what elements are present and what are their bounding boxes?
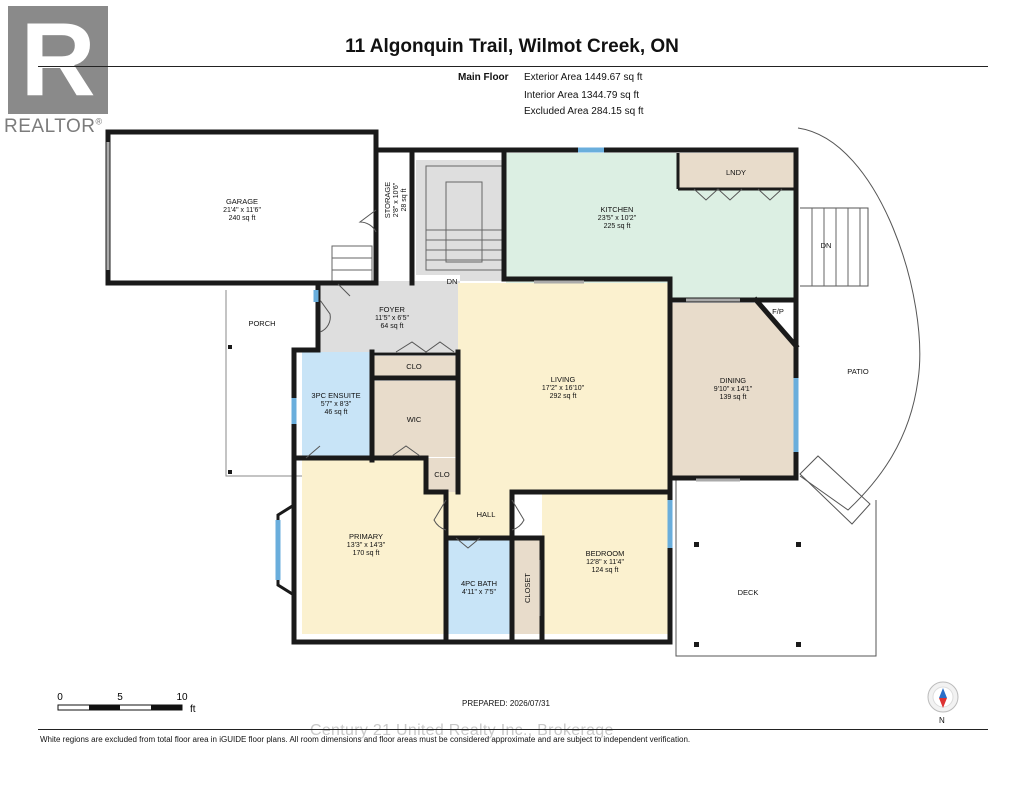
openings [106,142,740,482]
scale-zero: 0 [57,692,63,703]
back-steps [811,208,861,286]
realtor-wordmark-text: REALTOR [4,116,96,137]
ensuite-label: 3PC ENSUITE [311,391,360,400]
porch-outline [225,290,302,477]
realtor-wordmark: REALTOR® [4,116,103,138]
kitchen-area: 225 sq ft [604,223,631,230]
hall-label: HALL [477,510,496,519]
realtor-logo-letter: R [20,2,96,118]
scale-bar: 0 5 10 ft [57,692,196,715]
living-fill [446,283,668,534]
fireplace-label: F/P [772,307,784,316]
dining-fill [672,303,796,478]
scale-unit: ft [190,704,196,715]
bedroom-fill [542,494,668,634]
garage-area: 240 sq ft [229,215,256,222]
ensuite-dim: 5'7" x 8'3" [321,401,352,408]
living-area: 292 sq ft [550,393,577,400]
deck-stair-outline [799,455,871,525]
windows [275,147,799,580]
living-dim: 17'2" x 16'10" [542,385,585,392]
bedroom-area: 124 sq ft [592,567,619,574]
kitchen-label: KITCHEN [601,205,634,214]
patio-label: PATIO [847,367,869,376]
dining-dim: 9'10" x 14'1" [714,386,753,393]
header-rule [38,66,988,67]
dining-area: 139 sq ft [720,394,747,401]
foyer-dim: 11'5" x 6'5" [375,315,409,322]
wic-label: WIC [407,415,422,424]
ensuite-area: 46 sq ft [325,409,348,416]
primary-area: 170 sq ft [353,550,380,557]
realtor-logo [8,6,108,114]
floor-name: Main Floor [458,72,509,83]
main-stairs [425,165,503,271]
garage-label: GARAGE [226,197,258,206]
primary-fill [302,458,446,634]
living-label: LIVING [551,375,576,384]
clo-small-fill [428,458,456,492]
brokerage-watermark: Century 21 United Realty Inc., Brokerage [310,722,614,739]
storage-fill [376,153,410,281]
closet-label: CLOSET [523,573,532,603]
stair-area-fill [416,160,506,275]
stairs-down-label: DN [447,277,458,286]
foyer-label: FOYER [379,305,405,314]
closet-top-fill [374,356,456,378]
hall-fill [448,494,512,536]
compass-icon [927,681,959,713]
page-title: 11 Algonquin Trail, Wilmot Creek, ON [345,36,679,57]
footer-disclaimer: White regions are excluded from total fl… [40,735,691,744]
scale-five: 5 [117,692,123,703]
foyer-area: 64 sq ft [381,323,404,330]
prepared-date: PREPARED: 2026/07/31 [462,699,550,708]
bedroom-label: BEDROOM [586,549,625,558]
storage-dim: 2'8" x 10'6" [393,182,400,217]
kitchen-dim: 23'5" x 10'2" [598,215,637,222]
bath4-dim: 4'11" x 7'5" [462,589,496,596]
closet-fill [514,538,542,634]
dining-label: DINING [720,376,746,385]
back-stair-outline [800,207,869,287]
exterior-area: Exterior Area 1449.67 sq ft [524,72,643,83]
interior-area: Interior Area 1344.79 sq ft [524,90,640,101]
closet-small-label: CLO [434,470,450,479]
deck-outline [675,480,877,657]
door-swings [305,188,783,616]
ensuite-fill [302,352,372,456]
back-stairs-down-label: DN [821,241,832,250]
laundry-label: LNDY [726,168,746,177]
closet-top-label: CLO [406,362,422,371]
garage-dim: 21'4" x 11'6" [223,207,261,214]
footer-rule [38,729,988,730]
laundry-fill [678,153,794,189]
bath4-label: 4PC BATH [461,579,497,588]
bath4-fill [448,538,510,634]
storage-area: 28 sq ft [401,188,408,211]
porch-label: PORCH [248,319,275,328]
deck-posts [228,345,801,647]
patio-outline [797,127,921,511]
realtor-registered-mark: ® [95,116,103,127]
storage-label: STORAGE [383,182,392,219]
scale-ten: 10 [176,692,188,703]
primary-label: PRIMARY [349,532,383,541]
excluded-area: Excluded Area 284.15 sq ft [524,106,644,117]
wic-fill [374,381,456,457]
compass-north-label: N [939,716,945,725]
bedroom-dim: 12'8" x 11'4" [586,559,624,566]
primary-dim: 13'3" x 14'3" [347,542,386,549]
deck-label: DECK [738,588,759,597]
